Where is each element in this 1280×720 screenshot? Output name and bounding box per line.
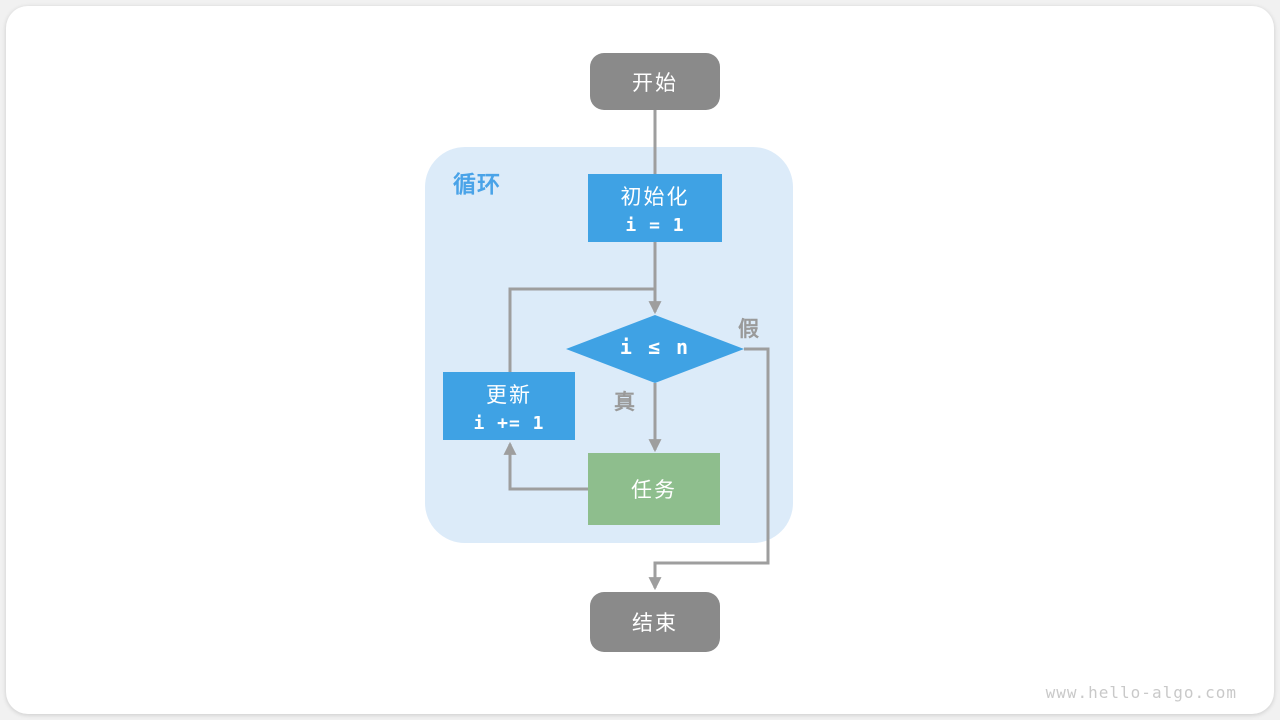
start-node-label: 开始	[632, 71, 678, 95]
end-node: 结束	[590, 592, 720, 652]
watermark-text: www.hello-algo.com	[1045, 683, 1237, 702]
init-node: 初始化 i = 1	[588, 174, 722, 242]
start-node: 开始	[590, 53, 720, 110]
update-node: 更新 i += 1	[443, 372, 575, 440]
true-branch-label: 真	[614, 391, 636, 414]
false-branch-label: 假	[738, 318, 760, 341]
init-node-title: 初始化	[620, 185, 690, 209]
end-node-label: 结束	[632, 612, 678, 635]
update-node-code: i += 1	[473, 412, 545, 434]
condition-label: i ≤ n	[619, 335, 691, 359]
task-node: 任务	[588, 453, 720, 525]
init-node-code: i = 1	[625, 214, 685, 236]
update-node-title: 更新	[486, 383, 532, 407]
task-node-label: 任务	[631, 479, 677, 502]
loop-group-label: 循环	[453, 171, 501, 197]
